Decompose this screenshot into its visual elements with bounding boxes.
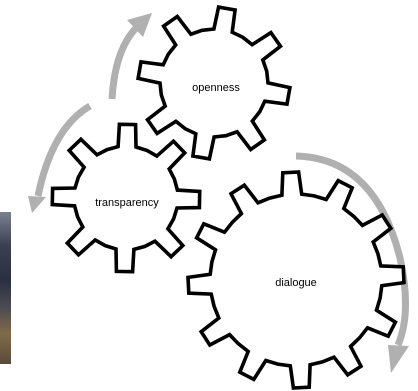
label-dialogue: dialogue (275, 277, 317, 289)
label-transparency: transparency (95, 197, 159, 209)
arrow-dialogue-to-transparency (34, 102, 92, 197)
arrowhead-openness (127, 13, 152, 37)
gear-openness (136, 5, 292, 161)
cycle-arrows (28, 13, 409, 373)
arrow-openness-to-dialogue (295, 152, 409, 347)
arrowhead-dialogue (388, 345, 409, 373)
gear-transparency (50, 122, 202, 274)
background-photo-fragment (0, 212, 11, 364)
arrow-transparency-to-openness (108, 23, 141, 100)
gear-dialogue (186, 170, 406, 390)
arrowhead-transparency (28, 196, 46, 213)
label-openness: openness (192, 82, 240, 94)
